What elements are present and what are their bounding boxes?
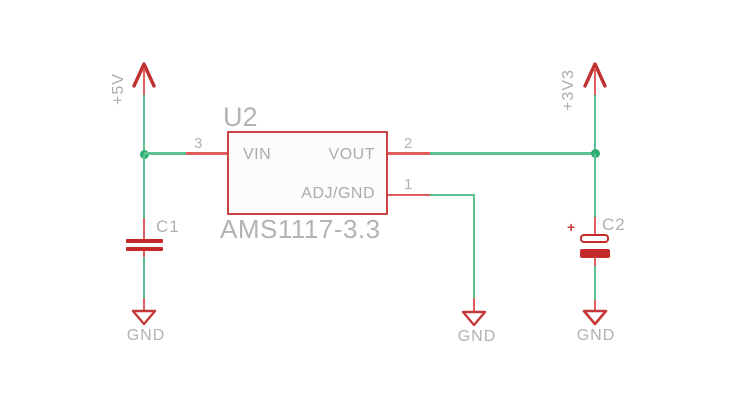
regulator-body [227, 131, 388, 215]
wire-segment [142, 298, 146, 311]
wire-segment [142, 95, 146, 156]
ground-label: GND [576, 327, 616, 344]
wire-segment [186, 152, 227, 155]
wire-segment [430, 152, 595, 155]
wire-segment [142, 155, 146, 219]
regulator-ref: U2 [223, 102, 258, 132]
capacitor-ref-c2: C2 [602, 215, 626, 234]
capacitor-plate [126, 238, 163, 243]
wire-segment [593, 266, 597, 301]
wire-segment [142, 218, 146, 239]
wire-segment [142, 68, 146, 96]
capacitor-ref-c1: C1 [156, 217, 180, 236]
wire-segment [593, 217, 597, 235]
ground-symbol-icon [461, 310, 487, 327]
ground-label: GND [457, 328, 497, 345]
pin-label-vout: VOUT [328, 146, 375, 163]
wire-segment [472, 298, 475, 312]
net-label-plus3v3: +3V3 [560, 69, 577, 111]
regulator-value: AMS1117-3.3 [220, 214, 381, 244]
wire-segment [142, 251, 146, 258]
pin-number-3: 3 [194, 135, 203, 152]
pin-label-vin: VIN [243, 146, 272, 163]
wire-segment [593, 68, 597, 96]
power-arrow-icon [132, 62, 156, 88]
pin-number-2: 2 [404, 135, 413, 152]
power-arrow-icon [583, 62, 607, 88]
ground-symbol-icon [582, 309, 608, 326]
wire-segment [593, 300, 597, 312]
capacitor-plate [580, 234, 609, 243]
wire-junction [590, 149, 600, 158]
polarity-plus-mark: + [567, 219, 576, 235]
wire-segment [593, 154, 597, 218]
ground-symbol-icon [131, 309, 157, 326]
pin-label-adj-gnd: ADJ/GND [301, 185, 375, 202]
ground-label: GND [126, 327, 166, 344]
wire-segment [593, 95, 597, 156]
wire-segment [142, 257, 146, 299]
wire-segment [593, 257, 597, 267]
wire-segment [144, 152, 187, 155]
wire-segment [388, 152, 431, 155]
pin-number-1: 1 [404, 176, 413, 193]
wire-segment [388, 193, 431, 197]
capacitor-plate [126, 246, 163, 251]
net-label-plus5v: +5V [110, 73, 127, 105]
wire-segment [430, 193, 475, 197]
capacitor-plate [580, 248, 610, 258]
wire-segment [472, 193, 475, 299]
